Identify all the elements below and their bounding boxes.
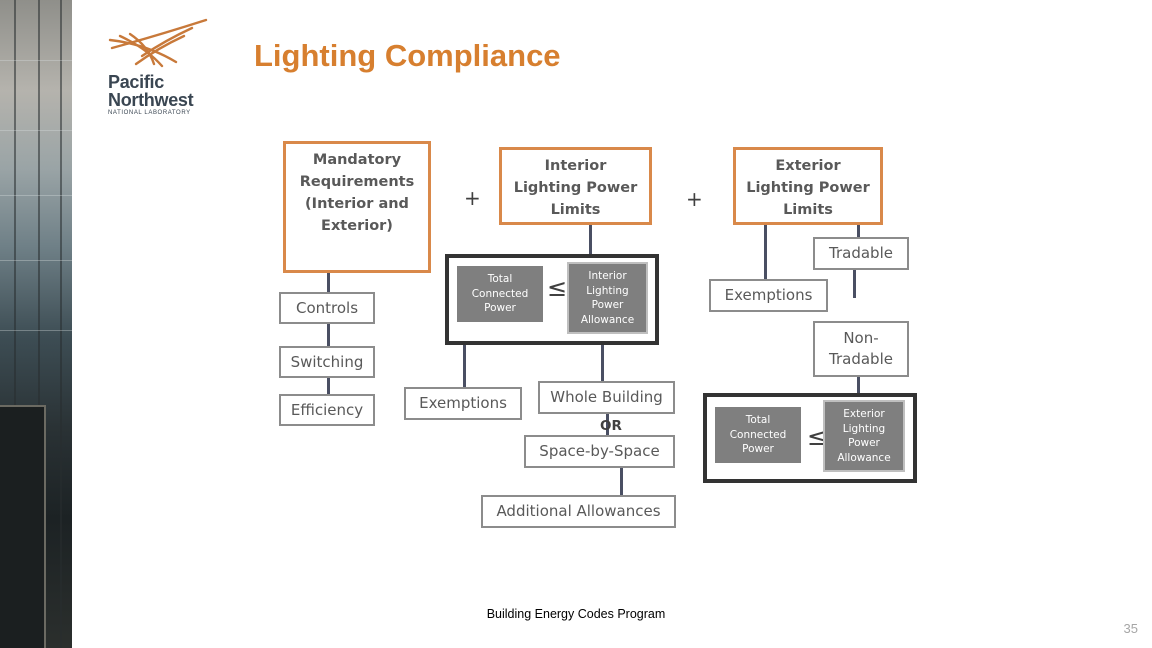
logo-lattice-icon [108,18,208,68]
exterior-comparison-frame: Total Connected Power ≤ Exterior Lightin… [703,393,917,483]
mandatory-requirements-box: Mandatory Requirements (Interior and Ext… [283,141,431,273]
building-door [0,405,46,648]
interior-lighting-limits-label: Interior Lighting Power Limits [513,158,638,218]
exterior-less-equal-symbol: ≤ [807,423,828,451]
page-number: 35 [1123,621,1138,636]
slide-title: Lighting Compliance [254,38,561,73]
space-by-space-box: Space-by-Space [524,435,675,468]
connector-nontradable-frame [857,376,860,394]
tradable-label: Tradable [829,244,893,262]
non-tradable-label: Non-Tradable [829,329,893,368]
connector-tradable-nontradable [853,270,856,298]
interior-total-connected-power-box: Total Connected Power [457,266,543,322]
interior-exemptions-box: Exemptions [404,387,522,420]
whole-building-box: Whole Building [538,381,675,414]
exterior-exemptions-label: Exemptions [724,286,813,304]
switching-box: Switching [279,346,375,378]
efficiency-box: Efficiency [279,394,375,426]
mandatory-requirements-label: Mandatory Requirements (Interior and Ext… [299,152,415,234]
plus-sign-1: + [464,186,481,210]
logo-text-national-laboratory: NATIONAL LABORATORY [108,110,191,116]
footer-program-name: Building Energy Codes Program [486,607,666,621]
interior-comparison-frame: Total Connected Power ≤ Interior Lightin… [445,254,659,345]
exterior-lighting-power-allowance-label: Exterior Lighting Power Allowance [837,408,891,464]
or-label: OR [600,418,622,434]
whole-building-label: Whole Building [550,388,663,406]
interior-less-equal-symbol: ≤ [547,274,568,302]
connector-frame-wholebuilding [601,344,604,382]
efficiency-label: Efficiency [290,400,364,419]
logo-text-northwest: Northwest [108,90,194,110]
connector-controls-switching [327,323,330,347]
connector-space-additional [620,467,623,496]
interior-total-connected-power-label: Total Connected Power [471,273,529,315]
connector-interior-frame [589,224,592,256]
additional-allowances-label: Additional Allowances [496,502,661,520]
connector-switching-efficiency [327,377,330,395]
exterior-lighting-limits-label: Exterior Lighting Power Limits [746,158,870,218]
connector-frame-exemptions [463,344,466,388]
non-tradable-box: Non-Tradable [813,321,909,377]
switching-label: Switching [290,352,364,371]
logo-text-pacific: Pacific [108,72,164,92]
interior-lighting-power-allowance-box: Interior Lighting Power Allowance [567,262,648,334]
plus-sign-2: + [686,187,703,211]
connector-or-space [606,413,609,437]
connector-exterior-exemptions [764,224,767,280]
controls-label: Controls [295,298,359,317]
connector-mandatory-controls [327,272,330,294]
interior-lighting-power-limits-box: Interior Lighting Power Limits [499,147,652,225]
exterior-exemptions-box: Exemptions [709,279,828,312]
building-photo [0,0,72,648]
exterior-lighting-power-limits-box: Exterior Lighting Power Limits [733,147,883,225]
exterior-total-connected-power-label: Total Connected Power [729,414,787,456]
exterior-total-connected-power-box: Total Connected Power [715,407,801,463]
interior-lighting-power-allowance-label: Interior Lighting Power Allowance [580,270,635,326]
tradable-box: Tradable [813,237,909,270]
interior-exemptions-label: Exemptions [419,394,507,412]
additional-allowances-box: Additional Allowances [481,495,676,528]
connector-exterior-tradable [857,224,860,238]
pnnl-logo: Pacific Northwest NATIONAL LABORATORY [106,18,216,118]
controls-box: Controls [279,292,375,324]
exterior-lighting-power-allowance-box: Exterior Lighting Power Allowance [823,400,905,472]
space-by-space-label: Space-by-Space [539,442,660,460]
